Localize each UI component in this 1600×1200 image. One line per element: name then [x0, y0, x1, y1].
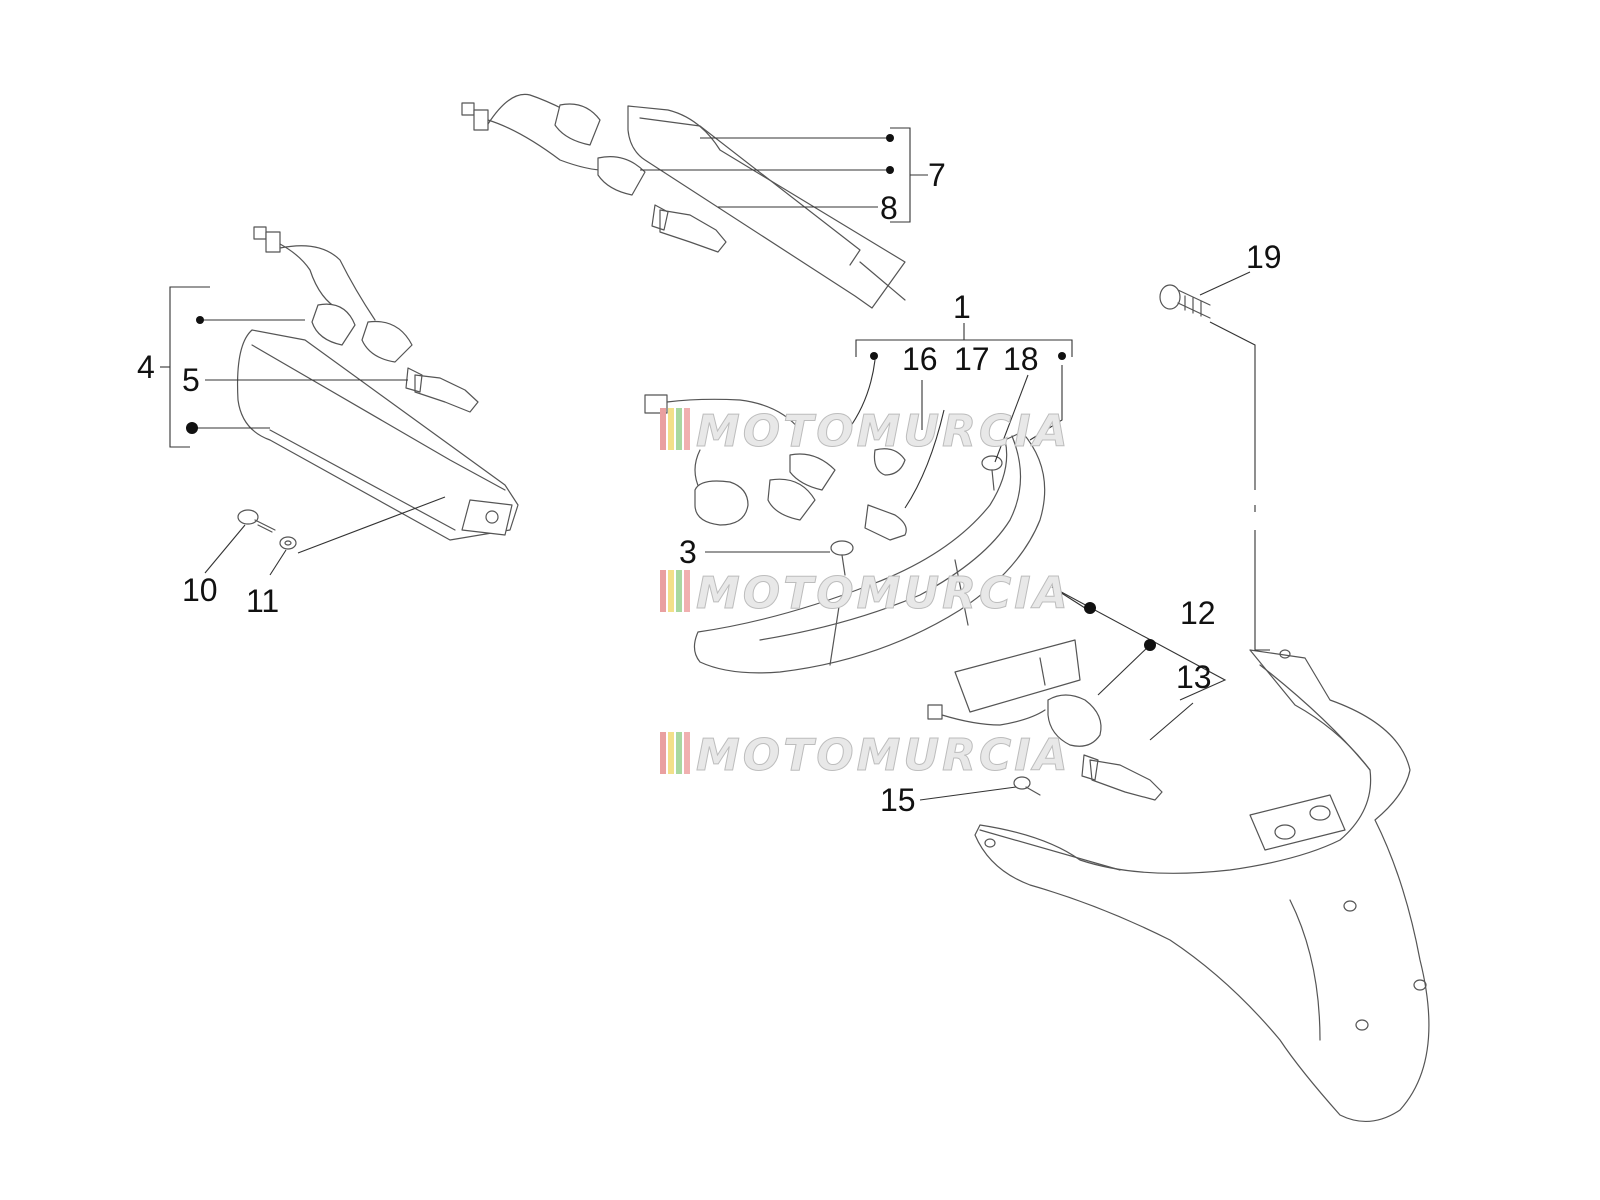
bullet-dot — [1144, 639, 1156, 651]
callout-18: 18 — [1003, 341, 1039, 377]
callout-11: 11 — [246, 583, 279, 619]
watermark-stripe — [668, 732, 674, 774]
callout-13: 13 — [1176, 659, 1212, 695]
bullet-dot — [870, 352, 878, 360]
watermark-stripe — [660, 570, 666, 612]
callout-17: 17 — [954, 341, 990, 377]
bullet-dot — [1058, 352, 1066, 360]
license-plate-light-assembly — [927, 639, 1163, 801]
watermark-stripe — [676, 570, 682, 612]
watermark-1: MOTOMURCIA — [660, 406, 1071, 458]
callout-labels: 1 3 4 5 7 8 10 11 12 13 15 16 17 18 19 — [137, 157, 1282, 818]
callout-5: 5 — [182, 362, 200, 398]
watermark-stripe — [684, 570, 690, 612]
watermark-text: MOTOMURCIA — [696, 406, 1071, 457]
watermark-stripe — [660, 732, 666, 774]
bullet-dot — [886, 166, 894, 174]
rear-light-assembly — [644, 394, 1046, 674]
rear-mudguard — [974, 284, 1430, 1123]
front-left-indicator-assembly — [236, 226, 519, 550]
watermark-stripe — [684, 408, 690, 450]
watermark-text: MOTOMURCIA — [696, 730, 1071, 781]
watermark-stripe — [668, 408, 674, 450]
bullet-dot — [196, 316, 204, 324]
callout-4: 4 — [137, 349, 155, 385]
front-right-indicator-assembly — [461, 93, 906, 309]
callout-15: 15 — [880, 782, 916, 818]
bullet-dot — [1084, 602, 1096, 614]
watermark-3: MOTOMURCIA — [660, 730, 1071, 782]
watermark-text: MOTOMURCIA — [696, 568, 1071, 619]
watermark-stripe — [676, 408, 682, 450]
leader-lines — [160, 127, 1270, 801]
watermark-stripe — [660, 408, 666, 450]
bullet-dot — [186, 422, 198, 434]
callout-8: 8 — [880, 190, 898, 226]
bullet-dot — [886, 134, 894, 142]
callout-3: 3 — [679, 534, 697, 570]
callout-7: 7 — [928, 157, 946, 193]
callout-12: 12 — [1180, 595, 1216, 631]
watermark-stripe — [684, 732, 690, 774]
watermark-2: MOTOMURCIA — [660, 568, 1071, 620]
callout-16: 16 — [902, 341, 938, 377]
callout-10: 10 — [182, 572, 218, 608]
watermark-stripe — [668, 570, 674, 612]
callout-19: 19 — [1246, 239, 1282, 275]
callout-1: 1 — [953, 289, 971, 325]
group-bullets — [186, 134, 1156, 651]
watermark-stripe — [676, 732, 682, 774]
